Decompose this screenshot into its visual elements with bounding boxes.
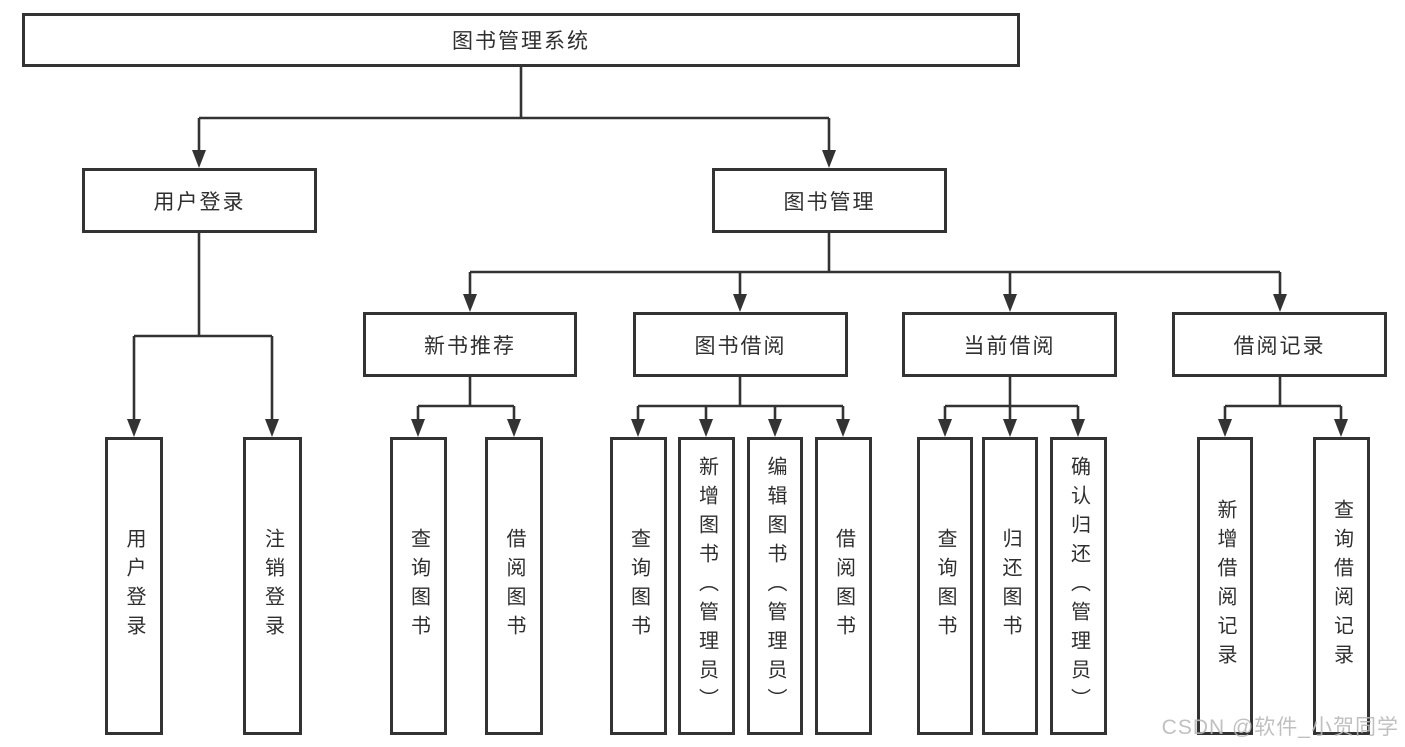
node-label: 新书推荐 [424, 334, 516, 358]
leaf-add-borrow-record: 新增借阅记录 [1197, 437, 1253, 735]
csdn-watermark: CSDN @软件_小贺同学 [1161, 716, 1399, 739]
leaf-query-books-current: 查询图书 [917, 437, 973, 735]
leaf-label: 查询图书 [627, 528, 650, 644]
node-label: 借阅记录 [1233, 334, 1326, 358]
leaf-label: 查询图书 [934, 528, 956, 644]
leaf-borrow-books: 借阅图书 [815, 437, 872, 735]
node-new-book-recommend: 新书推荐 [363, 312, 577, 377]
node-label: 当前借阅 [963, 334, 1056, 358]
leaf-label: 查询借阅记录 [1330, 499, 1353, 673]
leaf-query-borrow-record: 查询借阅记录 [1313, 437, 1370, 735]
leaf-confirm-return-admin: 确认归还（管理员） [1050, 437, 1107, 735]
leaf-label: 新增图书（管理员） [695, 455, 718, 717]
leaf-query-books-recommend: 查询图书 [390, 437, 447, 735]
leaf-label: 借阅图书 [503, 528, 525, 644]
leaf-add-books-admin: 新增图书（管理员） [678, 437, 735, 735]
leaf-borrow-books-recommend: 借阅图书 [485, 437, 543, 735]
leaf-query-books-borrow: 查询图书 [610, 437, 667, 735]
leaf-label: 注销登录 [261, 528, 284, 644]
node-user-login: 用户登录 [82, 168, 317, 233]
node-current-borrow: 当前借阅 [902, 312, 1117, 377]
node-label: 图书管理系统 [452, 30, 590, 53]
leaf-label: 确认归还（管理员） [1067, 455, 1090, 717]
leaf-user-login: 用户登录 [105, 437, 163, 735]
node-book-borrow: 图书借阅 [633, 312, 848, 377]
node-library-management-system: 图书管理系统 [22, 13, 1020, 67]
leaf-logout: 注销登录 [243, 437, 302, 735]
leaf-edit-books-admin: 编辑图书（管理员） [747, 437, 803, 735]
node-label: 图书管理 [783, 190, 876, 214]
node-borrow-records: 借阅记录 [1172, 312, 1387, 377]
leaf-label: 借阅图书 [832, 528, 855, 644]
leaf-label: 用户登录 [123, 528, 145, 644]
node-label: 图书借阅 [694, 334, 787, 358]
node-book-management: 图书管理 [712, 168, 947, 233]
leaf-return-books: 归还图书 [982, 437, 1038, 735]
leaf-label: 归还图书 [999, 528, 1021, 644]
leaf-label: 查询图书 [407, 528, 430, 644]
node-label: 用户登录 [153, 190, 246, 214]
leaf-label: 新增借阅记录 [1214, 499, 1236, 673]
leaf-label: 编辑图书（管理员） [764, 455, 786, 717]
